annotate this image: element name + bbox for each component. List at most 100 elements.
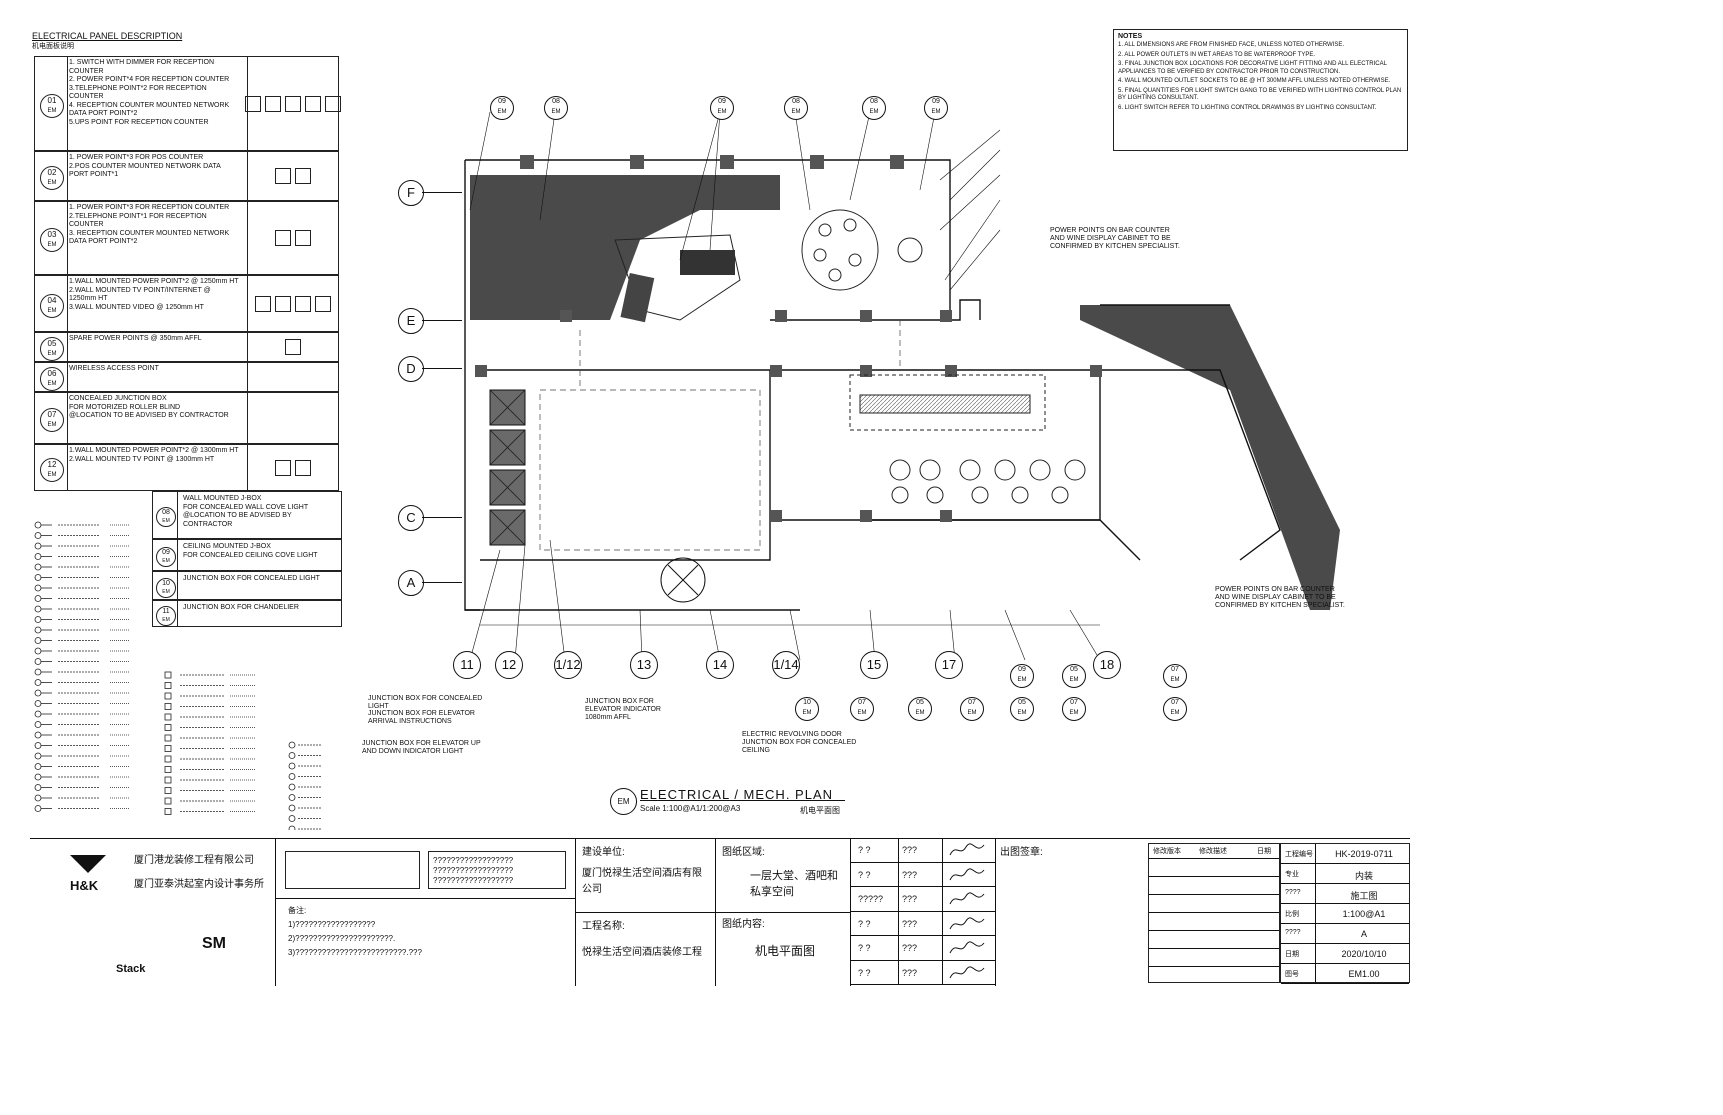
- outlet-icons: [247, 202, 341, 274]
- jbox-line: FOR CONCEALED CEILING COVE LIGHT: [183, 551, 318, 559]
- outlet-icon: [294, 295, 311, 312]
- row-line: 5.UPS POINT FOR RECEPTION COUNTER: [69, 118, 209, 126]
- row-code-sub: EM: [47, 351, 57, 357]
- row-description: 1. SWITCH WITH DIMMER FOR RECEPTION COUN…: [69, 59, 239, 127]
- q-box: ????????????????????????????????????????…: [428, 851, 566, 889]
- callout-code: 08: [870, 98, 878, 105]
- info-divider: [1315, 844, 1316, 863]
- info-divider: [1315, 864, 1316, 883]
- outlet-icon: [304, 95, 321, 112]
- callout-code: 05: [1070, 666, 1078, 673]
- callout-code: 07: [1171, 666, 1179, 673]
- signature-row: ? ????: [850, 911, 995, 936]
- sig-divider: [898, 838, 899, 862]
- callout-sub: EM: [717, 109, 727, 115]
- sig-divider: [942, 960, 943, 984]
- signature-row: ? ????: [850, 936, 995, 961]
- signature-icon: [949, 867, 985, 880]
- info-key: ????: [1285, 929, 1301, 936]
- jbox-line: JUNCTION BOX FOR CHANDELIER: [183, 604, 299, 611]
- note-line: 6. LIGHT SWITCH REFER TO LIGHTING CONTRO…: [1118, 104, 1377, 111]
- content-name: 机电平面图: [755, 944, 816, 958]
- jbox-description: JUNCTION BOX FOR CHANDELIER: [183, 604, 299, 613]
- sm-logo: SM: [202, 935, 226, 952]
- row-line: 2.POS COUNTER MOUNTED NETWORK DATA PORT …: [69, 162, 221, 179]
- remark-line: 2)??????????????????????.: [288, 934, 396, 943]
- sig-name: ???: [902, 918, 918, 929]
- signature-icon: [949, 843, 985, 856]
- hk-logo-text: H&K: [70, 878, 99, 893]
- callout-code: 08: [552, 98, 560, 105]
- callout-sub: EM: [1170, 710, 1180, 716]
- outlet-icon: [284, 95, 301, 112]
- outlet-icon: [264, 95, 281, 112]
- row-line: 1. SWITCH WITH DIMMER FOR RECEPTION COUN…: [69, 59, 215, 75]
- signature-icon: [949, 941, 985, 954]
- sig-name: ???: [902, 845, 918, 855]
- outlet-icon: [254, 295, 271, 312]
- grid-row-line: [422, 517, 462, 518]
- row-code: 07: [47, 410, 57, 419]
- row-line: 3. RECEPTION COUNTER MOUNTED NETWORK DAT…: [69, 229, 230, 246]
- project-name: 悦禄生活空间酒店装修工程: [582, 947, 702, 958]
- info-key: 比例: [1285, 911, 1299, 918]
- jbox-code-sub: EM: [162, 616, 170, 623]
- row-code: 01: [47, 95, 57, 105]
- row-description: SPARE POWER POINTS @ 350mm AFFL: [69, 335, 239, 344]
- wall-east-dark: [1080, 305, 1340, 610]
- row-code: 06: [47, 369, 57, 378]
- q-line: ??????????????????: [433, 866, 514, 875]
- callout-sub: EM: [1017, 710, 1027, 716]
- q-line: ??????????????????: [433, 876, 514, 885]
- outlet-icons: [247, 393, 341, 443]
- jb-elevator-arrival-note: JUNCTION BOX FOR ELEVATOR ARRIVAL INSTRU…: [368, 710, 475, 725]
- info-key: 专业: [1285, 871, 1299, 878]
- revision-line: [1149, 948, 1279, 949]
- grid-col-bubble: 13: [630, 651, 658, 679]
- row-code: 05: [47, 339, 57, 348]
- signature-row: ? ????: [850, 960, 995, 985]
- row-code-sub: EM: [47, 381, 57, 387]
- grid-col-bubble: 17: [935, 651, 963, 679]
- plan-scale: Scale 1:100@A1/1:200@A3: [640, 804, 741, 813]
- revision-line: [1149, 876, 1279, 877]
- sig-divider: [942, 887, 943, 911]
- jbox-line: FOR CONCEALED WALL COVE LIGHT: [183, 503, 309, 511]
- title-block: H&K 厦门港龙装修工程有限公司 厦门亚泰洪起室内设计事务所 SM Stack …: [30, 838, 1410, 986]
- callout-sub: EM: [1017, 677, 1027, 683]
- company-1: 厦门港龙装修工程有限公司: [134, 855, 254, 866]
- info-row: ????A: [1281, 924, 1409, 944]
- stamp-label: 出图签章:: [1000, 847, 1043, 858]
- sig-divider: [942, 838, 943, 862]
- grid-row-line: [422, 192, 462, 193]
- sig-divider: [898, 936, 899, 960]
- callout-sub: EM: [967, 710, 977, 716]
- row-code-sub: EM: [47, 242, 57, 248]
- row-line: 1. POWER POINT*3 FOR POS COUNTER: [69, 154, 204, 161]
- project-label: 工程名称:: [582, 921, 625, 932]
- row-line: CONCEALED JUNCTION BOX: [69, 395, 167, 402]
- sig-role: ? ?: [858, 943, 871, 953]
- row-line: SPARE POWER POINTS @ 350mm AFFL: [69, 335, 202, 342]
- row-line: @LOCATION TO BE ADVISED BY CONTRACTOR: [69, 412, 229, 419]
- row-line: 1. POWER POINT*3 FOR RECEPTION COUNTER: [69, 204, 230, 211]
